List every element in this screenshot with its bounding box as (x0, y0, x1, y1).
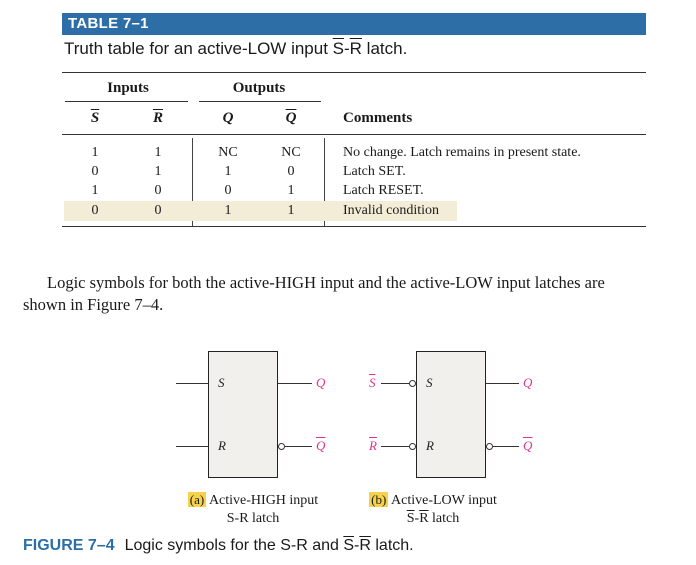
cell-s: 0 (91, 164, 99, 179)
wire-s-in (176, 383, 208, 384)
label-r-ext: R (369, 438, 377, 453)
body-paragraph: Logic symbols for both the active-HIGH i… (23, 272, 691, 316)
wire-r-in (176, 446, 208, 447)
input-bubble-s (409, 380, 416, 387)
wire-q-out (486, 383, 519, 384)
cell-q: 1 (224, 203, 232, 218)
inversion-bubble (486, 443, 493, 450)
cell-comment: Latch SET. (343, 164, 406, 179)
col-header-comments: Comments (343, 110, 413, 126)
cell-q: 1 (224, 164, 232, 179)
wire-q-out (278, 383, 312, 384)
paragraph-line-1: Logic symbols for both the active-HIGH i… (47, 273, 605, 292)
cell-r: 0 (154, 183, 162, 198)
inputs-underline (65, 101, 188, 102)
table-top-rule (62, 72, 646, 73)
outputs-group-header: Outputs (232, 80, 286, 96)
input-bubble-r (409, 443, 416, 450)
latch-a-box (208, 351, 278, 478)
header-rule (62, 134, 646, 135)
paragraph-line-2: shown in Figure 7–4. (23, 295, 164, 314)
inversion-bubble (278, 443, 285, 450)
label-qbar: Q (523, 438, 533, 453)
label-q: Q (316, 375, 326, 390)
figure-number: FIGURE 7–4 (23, 537, 115, 554)
wire-rbar-in (381, 446, 409, 447)
label-qbar: Q (316, 438, 326, 453)
invalid-row-highlight (64, 201, 457, 221)
table-banner: TABLE 7–1 (62, 13, 646, 35)
col-header-r: R (152, 110, 163, 126)
latch-b-box (416, 351, 486, 478)
col-header-q: Q (222, 110, 234, 126)
cell-qbar: 1 (287, 183, 295, 198)
pin-r: R (426, 438, 434, 453)
cell-r: 1 (154, 164, 162, 179)
cell-q: NC (218, 145, 238, 160)
divider-outputs-comments (324, 138, 325, 226)
wire-sbar-in (381, 383, 409, 384)
cell-s: 1 (91, 145, 99, 160)
table-bottom-rule (62, 226, 646, 227)
cell-qbar: NC (281, 145, 301, 160)
cell-qbar: 0 (287, 164, 295, 179)
tag-a: (a) (187, 492, 207, 507)
col-header-qbar: Q (285, 110, 297, 126)
pin-s: S (218, 375, 225, 390)
inputs-group-header: Inputs (107, 80, 149, 96)
cell-comment: Invalid condition (343, 203, 440, 218)
cell-qbar: 1 (287, 203, 295, 218)
wire-qbar-out (285, 446, 312, 447)
wire-qbar-out (493, 446, 519, 447)
cell-r: 0 (154, 203, 162, 218)
pin-r: R (218, 438, 226, 453)
cell-comment: No change. Latch remains in present stat… (343, 145, 581, 160)
caption-b: (b) Active-LOW input S-R latch (369, 492, 497, 526)
label-s-ext: S (369, 375, 376, 390)
cell-s: 1 (91, 183, 99, 198)
cell-comment: Latch RESET. (343, 183, 424, 198)
pin-s: S (426, 375, 433, 390)
col-header-s: S (90, 110, 100, 126)
outputs-underline (199, 101, 321, 102)
label-q: Q (523, 375, 533, 390)
table-caption: Truth table for an active-LOW input S-R … (64, 39, 408, 58)
cell-q: 0 (224, 183, 232, 198)
cell-s: 0 (91, 203, 99, 218)
cell-r: 1 (154, 145, 162, 160)
caption-a: (a) Active-HIGH input S-R latch (187, 492, 319, 526)
divider-inputs-outputs (192, 138, 193, 226)
tag-b: (b) (369, 492, 389, 507)
